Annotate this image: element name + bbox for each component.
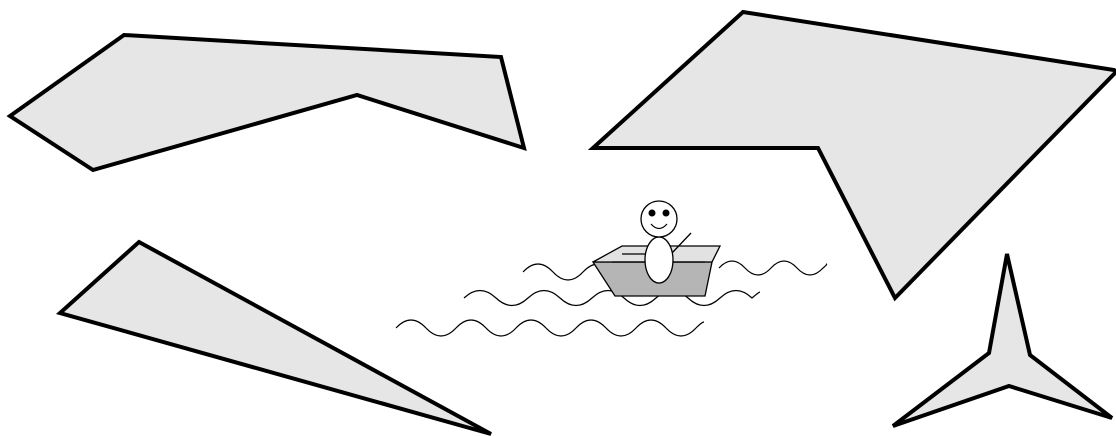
wave-line-bottom — [396, 320, 704, 336]
person-head — [641, 201, 677, 237]
top-left-polygon — [10, 35, 524, 170]
wave-line-middle — [464, 291, 760, 306]
person-body — [645, 237, 673, 283]
bottom-left-triangle — [60, 242, 491, 434]
left-eye — [649, 210, 656, 217]
right-eye — [663, 210, 670, 217]
bottom-right-star — [893, 254, 1112, 426]
